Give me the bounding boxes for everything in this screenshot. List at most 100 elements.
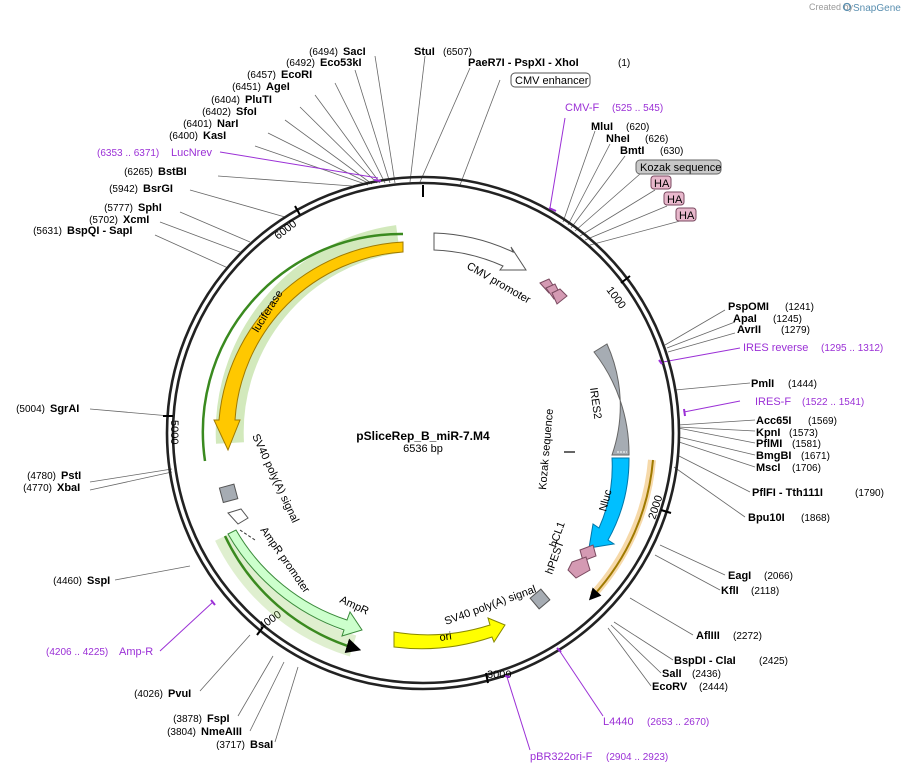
ampr-label: AmpR <box>338 594 371 618</box>
enzyme-ecorv[interactable]: EcoRV <box>652 681 688 693</box>
sv40-polya-left-feature[interactable] <box>218 483 239 504</box>
hcl1-feature[interactable] <box>579 544 597 562</box>
enzyme-paer7i-pspxi-xhoi[interactable]: PaeR7I - PspXI - XhoI <box>468 57 579 69</box>
enzyme-bmgbi[interactable]: BmgBI <box>756 450 791 462</box>
tick-1000: 1000 <box>604 285 628 312</box>
ampr-promoter-feature[interactable] <box>227 508 249 525</box>
primer-l4440[interactable]: L4440 <box>603 716 634 728</box>
primer-markers <box>210 179 686 678</box>
ampr-feature[interactable] <box>227 529 363 637</box>
enzyme-kpni-pos: (1573) <box>789 428 818 439</box>
enzyme-acc65i[interactable]: Acc65I <box>756 415 791 427</box>
luciferase-feature[interactable] <box>213 241 404 452</box>
enzyme-pflmi-pos: (1581) <box>792 439 821 450</box>
ha-box-1-label: HA <box>654 178 670 190</box>
enzyme-bpu10i[interactable]: Bpu10I <box>748 512 785 524</box>
ori-feature[interactable] <box>393 617 506 650</box>
enzyme-xbai[interactable]: XbaI <box>57 482 80 494</box>
enzyme-nmeaiii[interactable]: NmeAIII <box>201 726 242 738</box>
enzyme-paer7i-pspxi-xhoi-pos: (1) <box>618 58 630 69</box>
enzyme-bsrgi[interactable]: BsrGI <box>143 183 173 195</box>
enzyme-eco53ki[interactable]: Eco53kI <box>320 57 362 69</box>
enzyme-sphi[interactable]: SphI <box>138 202 162 214</box>
leader-lines <box>89 55 756 743</box>
ha-box-1[interactable] <box>650 175 672 190</box>
enzyme-sspi[interactable]: SspI <box>87 575 110 587</box>
enzyme-acc65i-pos: (1569) <box>808 416 837 427</box>
enzyme-xbai-pos: (4770) <box>23 483 52 494</box>
enzyme-bmti[interactable]: BmtI <box>620 145 644 157</box>
enzyme-pflfi-tth111i[interactable]: PflFI - Tth111I <box>752 487 823 499</box>
enzyme-sacI[interactable]: SacI <box>343 46 366 58</box>
ires2-feature[interactable] <box>593 343 630 456</box>
enzyme-pmli[interactable]: PmlI <box>751 378 774 390</box>
enzyme-sacI-pos: (6494) <box>309 47 338 58</box>
enzyme-nari[interactable]: NarI <box>217 118 238 130</box>
primer-cmv-f-range: (525 .. 545) <box>612 103 663 114</box>
ha-tag-3[interactable] <box>551 288 568 305</box>
ha-box-2[interactable] <box>663 191 685 206</box>
enzyme-nmeaiii-pos: (3804) <box>167 727 196 738</box>
sv40-polya-right-feature[interactable] <box>529 588 551 610</box>
enzyme-pspomi[interactable]: PspOMI <box>728 301 769 313</box>
enzyme-psti[interactable]: PstI <box>61 470 81 482</box>
orange-strand-line <box>588 459 654 601</box>
enzyme-kpni[interactable]: KpnI <box>756 427 780 439</box>
primer-cmv-f[interactable]: CMV-F <box>565 102 600 114</box>
enzyme-msci[interactable]: MscI <box>756 462 780 474</box>
enzyme-bstbi[interactable]: BstBI <box>158 166 187 178</box>
boxed-labels: CMV enhancer Kozak sequence HA HA HA <box>510 72 722 222</box>
enzyme-pvui[interactable]: PvuI <box>168 688 191 700</box>
enzyme-nhei-pos: (626) <box>645 134 668 145</box>
enzyme-sspi-pos: (4460) <box>53 576 82 587</box>
enzyme-pspomi-pos: (1241) <box>785 302 814 313</box>
kozak-box[interactable] <box>635 159 722 175</box>
created-by-text: Created by <box>809 2 854 12</box>
enzyme-xcmi[interactable]: XcmI <box>123 214 149 226</box>
enzyme-pluti-pos: (6404) <box>211 95 240 106</box>
primer-lucnrev-range: (6353 .. 6371) <box>97 148 159 159</box>
primer-lucnrev[interactable]: LucNrev <box>171 147 212 159</box>
primer-amp-r[interactable]: Amp-R <box>119 646 153 658</box>
cmv-promoter-feature[interactable] <box>433 232 527 271</box>
enzyme-xcmi-pos: (5702) <box>89 215 118 226</box>
enzyme-bspqi-sapi-pos: (5631) <box>33 226 62 237</box>
enzyme-bsai[interactable]: BsaI <box>250 739 273 751</box>
enzyme-agei[interactable]: AgeI <box>266 81 290 93</box>
nluc-feature[interactable] <box>588 457 630 549</box>
enzyme-eagi[interactable]: EagI <box>728 570 751 582</box>
enzyme-bspqi-sapi[interactable]: BspQI - SapI <box>67 225 132 237</box>
ha-box-2-label: HA <box>667 194 683 206</box>
primer-ires-f[interactable]: IRES-F <box>755 396 791 408</box>
enzyme-bspdi-clai[interactable]: BspDI - ClaI <box>674 655 736 667</box>
enzyme-mlui[interactable]: MluI <box>591 121 613 133</box>
enzyme-nhei[interactable]: NheI <box>606 133 630 145</box>
cmv-enhancer-box[interactable] <box>510 72 591 88</box>
enzyme-ecori[interactable]: EcoRI <box>281 69 312 81</box>
enzyme-apai[interactable]: ApaI <box>733 313 757 325</box>
enzyme-fspi[interactable]: FspI <box>207 713 230 725</box>
ha-box-3-label: HA <box>679 210 695 222</box>
nluc-label: Nluc <box>597 488 614 513</box>
enzyme-pflmi[interactable]: PflMI <box>756 438 782 450</box>
ha-box-3[interactable] <box>675 207 697 222</box>
enzyme-pluti[interactable]: PluTI <box>245 94 272 106</box>
enzyme-stui[interactable]: StuI <box>414 46 435 58</box>
enzyme-kfli[interactable]: KflI <box>721 585 739 597</box>
enzyme-afliii[interactable]: AflIII <box>696 630 720 642</box>
luciferase-strand-line <box>201 232 404 462</box>
enzyme-fspi-pos: (3878) <box>173 714 202 725</box>
enzyme-avrii[interactable]: AvrII <box>737 324 761 336</box>
enzyme-sfoi[interactable]: SfoI <box>236 106 257 118</box>
enzyme-sali[interactable]: SalI <box>662 668 682 680</box>
backbone-outer <box>165 175 681 691</box>
enzyme-sgrai[interactable]: SgrAI <box>50 403 79 415</box>
primer-pbr322ori-f[interactable]: pBR322ori-F <box>530 751 593 763</box>
enzyme-kasi[interactable]: KasI <box>203 130 226 142</box>
primer-pbr322ori-f-range: (2904 .. 2923) <box>606 752 668 763</box>
enzyme-bstbi-pos: (6265) <box>124 167 153 178</box>
primer-ires-reverse[interactable]: IRES reverse <box>743 342 808 354</box>
hpest-feature[interactable] <box>567 556 591 579</box>
enzyme-stui-pos: (6507) <box>443 47 472 58</box>
